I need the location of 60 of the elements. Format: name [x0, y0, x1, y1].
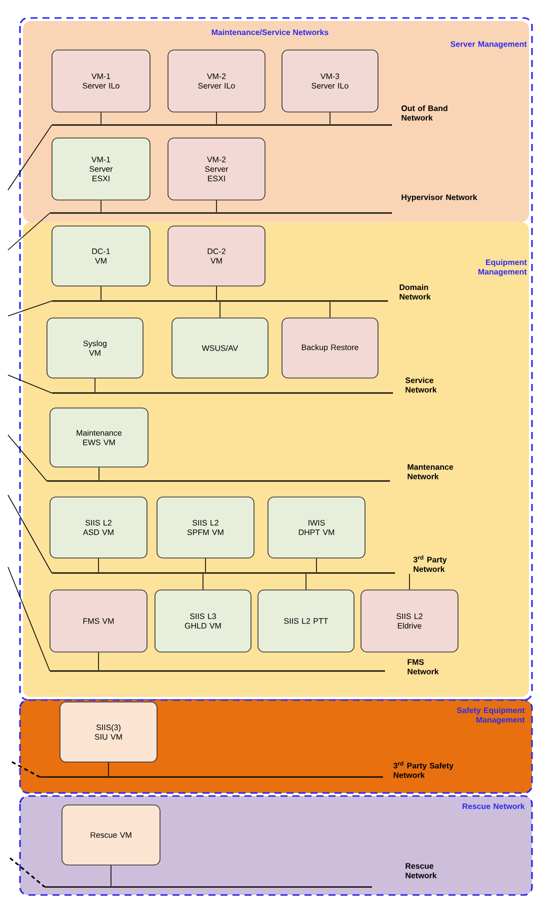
diagram-title: Maintenance/Service Networks	[212, 29, 328, 36]
cable-line	[8, 374, 52, 394]
region-frame	[19, 17, 533, 701]
vm-box: SIIS(3) SIU VM	[60, 702, 158, 762]
region-title: Equipment Management	[478, 259, 527, 276]
connector-line	[108, 762, 109, 777]
network-label: Out of Band Network	[402, 105, 448, 121]
cable-line	[8, 124, 52, 190]
vm-box: IWIS DHPT VM	[268, 496, 366, 558]
connector-line	[202, 573, 204, 590]
connector-line	[100, 200, 102, 213]
region-title: Rescue Network	[462, 803, 525, 810]
vm-box: Maintenance EWS VM	[50, 408, 148, 468]
connector-line	[205, 558, 206, 573]
vm-box: VM-2 Server ILo	[168, 50, 266, 112]
network-label: 3$^{rd}$ Party Network	[413, 555, 447, 572]
cable-line	[8, 212, 50, 250]
cable-line	[8, 300, 52, 316]
network-label: Domain Network	[400, 284, 431, 300]
cable-line	[8, 566, 50, 672]
region-title: Server Management	[450, 41, 527, 48]
connector-line	[216, 286, 217, 301]
vm-box: Rescue VM	[62, 804, 160, 866]
connector-line	[100, 286, 102, 301]
connector-line	[316, 558, 317, 573]
vm-box: VM-3 Server ILo	[282, 50, 378, 112]
connector-line	[98, 652, 99, 671]
vm-box: Syslog VM	[46, 318, 144, 378]
network-label: Hypervisor Network	[402, 194, 478, 202]
cable-line	[8, 494, 52, 574]
vm-box: FMS VM	[50, 590, 148, 652]
network-label: Mantenance Network	[408, 464, 454, 480]
vm-box: SIIS L2 Eldrive	[360, 590, 458, 652]
connector-line	[98, 467, 100, 481]
vm-box: SIIS L2 ASD VM	[50, 496, 148, 558]
cable-line	[9, 857, 46, 888]
network-label: 3$^{rd}$ Party Safety Network	[393, 761, 454, 778]
vm-box: SIIS L2 PTT	[258, 590, 354, 652]
connector-line	[110, 865, 112, 887]
connector-line	[100, 112, 102, 125]
region-title: Safety Equipment Management	[457, 707, 525, 724]
connector-line	[98, 558, 99, 573]
connector-line	[216, 200, 217, 213]
connector-line	[216, 112, 217, 125]
connector-line	[409, 573, 410, 590]
vm-box: VM-2 Server ESXI	[168, 138, 266, 200]
network-label: Rescue Network	[406, 863, 437, 878]
vm-box: VM-1 Server ESXI	[52, 138, 150, 200]
vm-box: Backup Restore	[282, 318, 378, 378]
connector-line	[94, 378, 96, 393]
network-label: FMS Network	[408, 659, 439, 674]
cable-line	[8, 434, 48, 482]
vm-box: SIIS L2 SPFM VM	[156, 496, 254, 558]
vm-box: WSUS/AV	[172, 318, 268, 378]
network-label: Service Network	[405, 377, 437, 393]
vm-box: SIIS L3 GHLD VM	[154, 590, 252, 652]
vm-box: VM-1 Server ILo	[52, 50, 150, 112]
vm-box: DC-2 VM	[168, 226, 266, 286]
vm-box: DC-1 VM	[52, 226, 150, 286]
cable-line	[12, 761, 40, 778]
